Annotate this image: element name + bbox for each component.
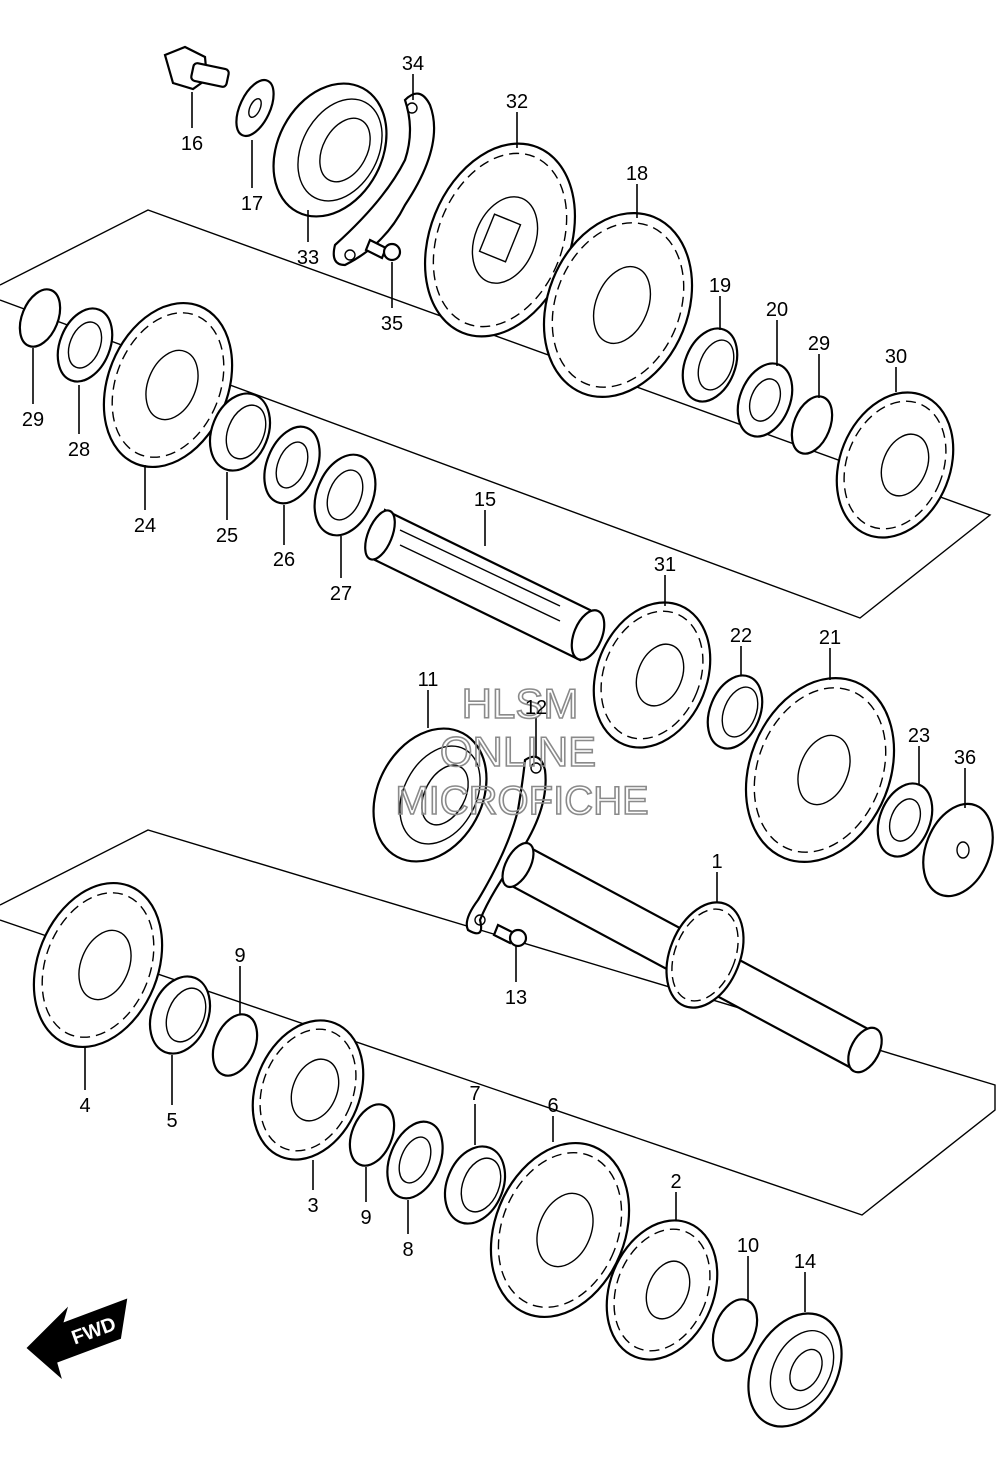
part-26-lock-washer bbox=[263, 425, 321, 505]
callout-8: 8 bbox=[402, 1239, 413, 1261]
callout-3: 3 bbox=[307, 1195, 318, 1217]
callout-34: 34 bbox=[402, 53, 424, 75]
callout-19: 19 bbox=[709, 275, 731, 297]
callout-11: 11 bbox=[418, 669, 439, 691]
watermark: HLSM ONLINE MICROFICHE bbox=[395, 679, 650, 824]
callout-10: 10 bbox=[737, 1235, 759, 1257]
part-2-gear bbox=[605, 1219, 719, 1361]
part-4-gear bbox=[32, 881, 164, 1049]
callout-4: 4 bbox=[79, 1095, 90, 1117]
callout-6: 6 bbox=[547, 1095, 558, 1117]
watermark-line-1: HLSM bbox=[462, 680, 579, 727]
part-25-needle-bearing bbox=[208, 392, 272, 472]
callout-13: 13 bbox=[505, 987, 527, 1009]
part-3-gear bbox=[251, 1019, 365, 1161]
callout-16: 16 bbox=[181, 133, 203, 155]
part-27-lock-washer bbox=[313, 453, 377, 537]
part-1-mainshaft bbox=[501, 841, 883, 1074]
part-9-circlip-upper bbox=[211, 1013, 259, 1077]
fwd-arrow-icon: FWD bbox=[26, 1298, 128, 1379]
callout-17: 17 bbox=[241, 193, 263, 215]
callout-32: 32 bbox=[506, 91, 528, 113]
part-35-screw bbox=[364, 238, 402, 262]
callout-20: 20 bbox=[766, 299, 788, 321]
lower-assembly-frame bbox=[0, 829, 996, 1216]
part-15-countershaft bbox=[364, 508, 606, 662]
part-17-washer bbox=[235, 78, 275, 138]
part-9-circlip-lower bbox=[348, 1103, 396, 1167]
part-8-washer bbox=[386, 1120, 444, 1200]
upper-assembly-frame bbox=[0, 209, 992, 619]
callout-35: 35 bbox=[381, 313, 403, 335]
callout-24: 24 bbox=[134, 515, 156, 537]
part-30-gear bbox=[835, 391, 955, 539]
callout-27: 27 bbox=[330, 583, 352, 605]
callout-9b: 9 bbox=[360, 1207, 371, 1229]
callout-29b: 29 bbox=[22, 409, 44, 431]
part-33-bearing bbox=[272, 82, 388, 218]
part-12-retainer-plate bbox=[465, 755, 547, 935]
callout-15: 15 bbox=[474, 489, 496, 511]
callout-21: 21 bbox=[819, 627, 841, 649]
part-31-gear bbox=[592, 601, 712, 749]
callout-12: 12 bbox=[525, 697, 547, 719]
part-11-bearing bbox=[372, 727, 488, 863]
callout-26: 26 bbox=[273, 549, 295, 571]
callout-30: 30 bbox=[885, 346, 907, 368]
callout-22: 22 bbox=[730, 625, 752, 647]
callout-25: 25 bbox=[216, 525, 238, 547]
part-20-washer bbox=[736, 362, 794, 438]
part-19-needle-bearing bbox=[681, 327, 739, 403]
callout-36: 36 bbox=[954, 747, 976, 769]
part-23-washer bbox=[876, 782, 934, 858]
part-5-bushing bbox=[148, 975, 212, 1055]
callout-23: 23 bbox=[908, 725, 930, 747]
watermark-line-2: ONLINE bbox=[440, 728, 596, 775]
part-6-gear bbox=[489, 1141, 631, 1319]
part-21-gear bbox=[744, 676, 896, 864]
callout-28: 28 bbox=[68, 439, 90, 461]
part-13-screw bbox=[492, 923, 528, 948]
part-36-seal bbox=[922, 802, 994, 898]
part-29-circlip-left bbox=[18, 288, 62, 348]
callout-33: 33 bbox=[297, 247, 319, 269]
part-29-circlip-right bbox=[790, 395, 834, 455]
callout-5: 5 bbox=[166, 1110, 177, 1132]
part-34-retainer-plate bbox=[332, 92, 436, 267]
leader-lines bbox=[32, 74, 966, 1312]
callout-31: 31 bbox=[654, 554, 676, 576]
part-7-needle-bearing bbox=[443, 1145, 507, 1225]
part-14-bearing bbox=[747, 1312, 843, 1428]
callout-2: 2 bbox=[670, 1171, 681, 1193]
callout-9a: 9 bbox=[234, 945, 245, 967]
part-18-gear bbox=[542, 211, 694, 399]
part-28-washer bbox=[56, 307, 114, 383]
watermark-line-3: MICROFICHE bbox=[395, 779, 648, 823]
callout-7: 7 bbox=[469, 1083, 480, 1105]
callout-29a: 29 bbox=[808, 333, 830, 355]
callout-18: 18 bbox=[626, 163, 648, 185]
part-10-circlip bbox=[711, 1298, 759, 1362]
callout-14: 14 bbox=[794, 1251, 816, 1273]
callout-1: 1 bbox=[711, 851, 722, 873]
part-16-bolt bbox=[163, 45, 230, 91]
part-22-bushing bbox=[706, 674, 764, 750]
